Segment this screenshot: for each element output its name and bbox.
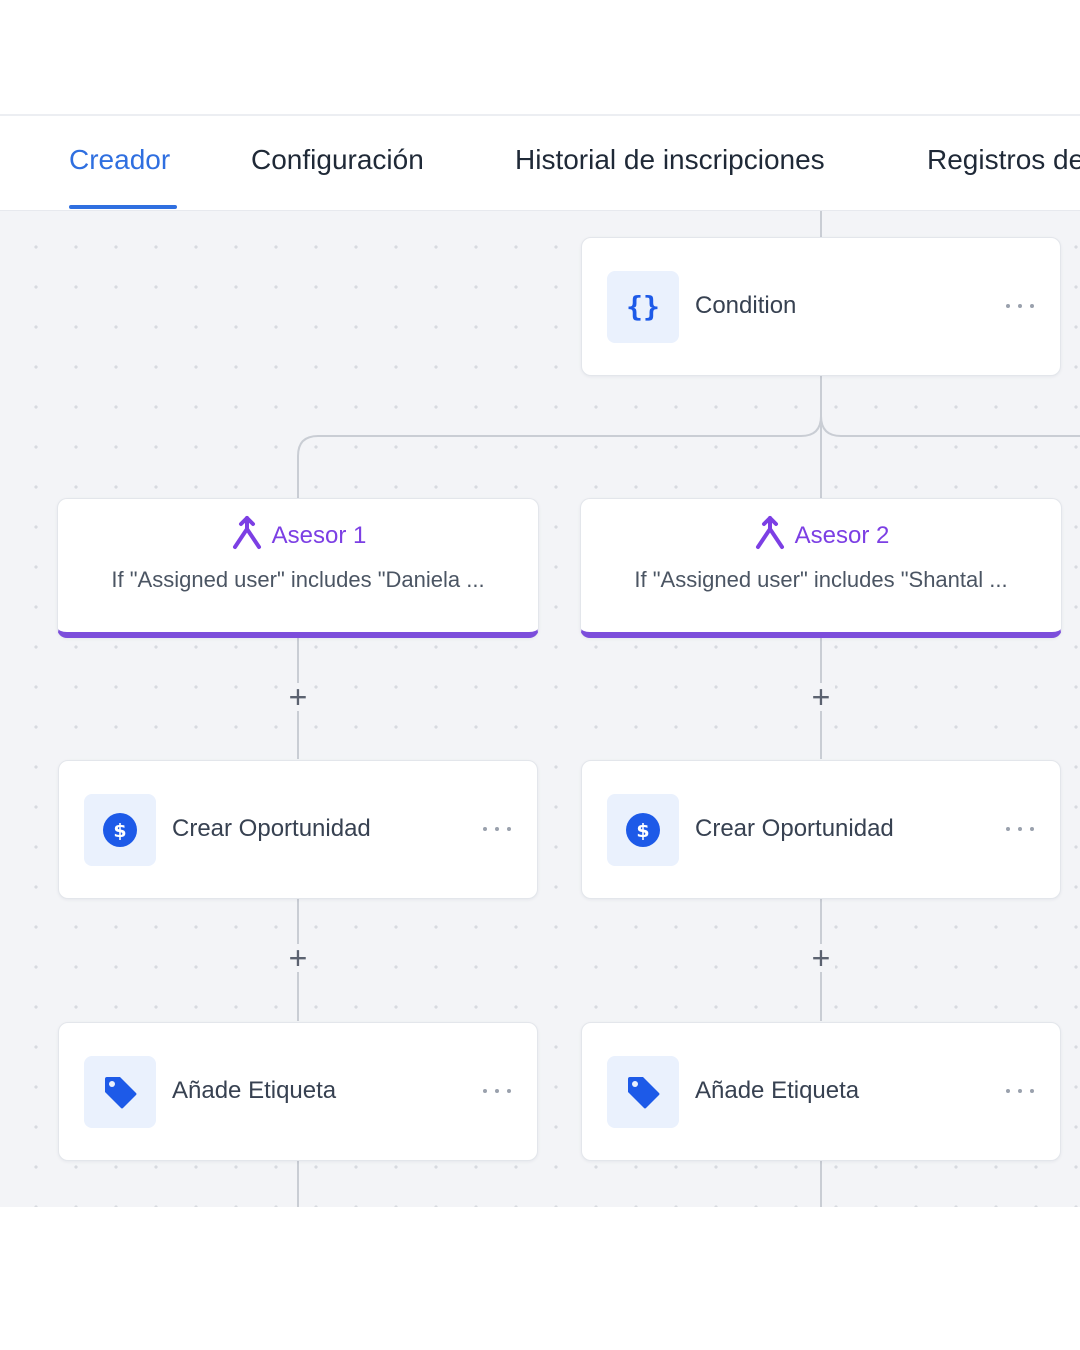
action-card-crear-oportunidad[interactable]: $ Crear Oportunidad: [58, 760, 538, 899]
branch-card-asesor-1[interactable]: Asesor 1 If "Assigned user" includes "Da…: [57, 498, 539, 638]
dollar-icon: $: [607, 794, 679, 866]
action-card-anade-etiqueta[interactable]: Añade Etiqueta: [581, 1022, 1061, 1161]
branch-condition-text: If "Assigned user" includes "Shantal ...: [634, 567, 1008, 592]
more-options-icon[interactable]: [1006, 1081, 1034, 1101]
active-tab-indicator: [69, 205, 177, 209]
tab-creador[interactable]: Creador: [69, 144, 171, 175]
workflow-canvas[interactable]: {} Condition Asesor 1 If "Assigned user"…: [0, 211, 1080, 1207]
condition-card[interactable]: {} Condition: [581, 237, 1061, 376]
more-options-icon[interactable]: [483, 1081, 511, 1101]
add-step-button[interactable]: +: [807, 681, 835, 713]
dollar-icon: $: [84, 794, 156, 866]
tab-historial-inscripciones[interactable]: Historial de inscripciones: [515, 144, 825, 175]
branch-header: Asesor 2: [581, 515, 1061, 556]
tag-icon: [607, 1056, 679, 1128]
branch-title: Asesor 2: [794, 521, 890, 549]
svg-text:$: $: [113, 820, 126, 842]
action-label: Añade Etiqueta: [695, 1077, 860, 1104]
action-label: Crear Oportunidad: [695, 815, 894, 842]
tag-icon: [84, 1056, 156, 1128]
action-card-crear-oportunidad[interactable]: $ Crear Oportunidad: [581, 760, 1061, 899]
branch-title: Asesor 1: [271, 521, 367, 549]
branch-condition-text: If "Assigned user" includes "Daniela ...: [111, 567, 485, 592]
svg-text:{}: {}: [626, 290, 660, 323]
connector-lines: [297, 211, 1080, 1207]
more-options-icon[interactable]: [483, 819, 511, 839]
add-step-button[interactable]: +: [284, 681, 312, 713]
branch-card-asesor-2[interactable]: Asesor 2 If "Assigned user" includes "Sh…: [580, 498, 1062, 638]
more-options-icon[interactable]: [1006, 296, 1034, 316]
header-divider: [0, 114, 1080, 116]
branch-split-icon: [230, 515, 264, 556]
action-label: Crear Oportunidad: [172, 815, 371, 842]
add-step-button[interactable]: +: [807, 942, 835, 974]
svg-text:$: $: [636, 820, 649, 842]
action-label: Añade Etiqueta: [172, 1077, 337, 1104]
add-step-button[interactable]: +: [284, 942, 312, 974]
braces-icon: {}: [607, 271, 679, 343]
action-card-anade-etiqueta[interactable]: Añade Etiqueta: [58, 1022, 538, 1161]
branch-split-icon: [753, 515, 787, 556]
more-options-icon[interactable]: [1006, 819, 1034, 839]
condition-label: Condition: [695, 292, 797, 319]
branch-header: Asesor 1: [58, 515, 538, 556]
tab-bar: Creador Configuración Historial de inscr…: [0, 116, 1080, 211]
tab-registros[interactable]: Registros de: [927, 144, 1080, 175]
tab-configuracion[interactable]: Configuración: [251, 144, 424, 175]
